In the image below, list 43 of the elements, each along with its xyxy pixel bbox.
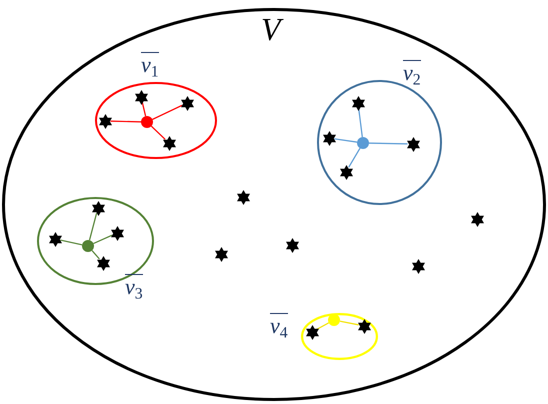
star-icon [214, 246, 228, 262]
star-icon [350, 96, 366, 110]
star-icon [284, 238, 300, 252]
star-icon [98, 114, 112, 128]
star-icon [470, 212, 484, 226]
connector-line [368, 142, 408, 144]
dot-icon [141, 116, 153, 128]
connector-line [340, 320, 359, 326]
star-icon [406, 136, 420, 152]
cluster-label: v$_{1}$ [141, 52, 159, 78]
cluster-label: v$_{2}$ [403, 60, 421, 86]
cluster-ellipse [268, 311, 379, 362]
connector-line [316, 322, 329, 330]
star-icon [96, 256, 110, 270]
star-icon [110, 226, 124, 240]
star-icon [338, 164, 354, 180]
connector-line [142, 102, 146, 116]
star-icon [322, 130, 336, 146]
cluster-ellipse [95, 52, 217, 160]
star-icon [90, 200, 106, 216]
connector-line [150, 126, 166, 140]
cluster-label: v$_{3}$ [125, 274, 143, 300]
star-icon [236, 190, 250, 204]
connector-line [348, 148, 361, 168]
set-ellipse [2, 8, 546, 401]
cluster-label: v$_{4}$ [270, 313, 288, 338]
connector-line [60, 240, 82, 246]
star-icon [162, 136, 176, 150]
cluster-ellipse [317, 60, 442, 206]
star-icon [134, 90, 148, 104]
connector-line [92, 250, 100, 260]
connector-line [334, 138, 358, 143]
star-icon [410, 258, 426, 274]
star-icon [180, 96, 194, 110]
star-icon [48, 232, 62, 246]
dot-icon [82, 240, 94, 252]
connector-line [152, 104, 182, 120]
star-icon [356, 318, 372, 334]
dot-icon [328, 314, 340, 326]
star-icon [304, 324, 320, 340]
dot-icon [357, 137, 369, 149]
connector-line [358, 108, 363, 138]
connector-line [93, 234, 112, 244]
